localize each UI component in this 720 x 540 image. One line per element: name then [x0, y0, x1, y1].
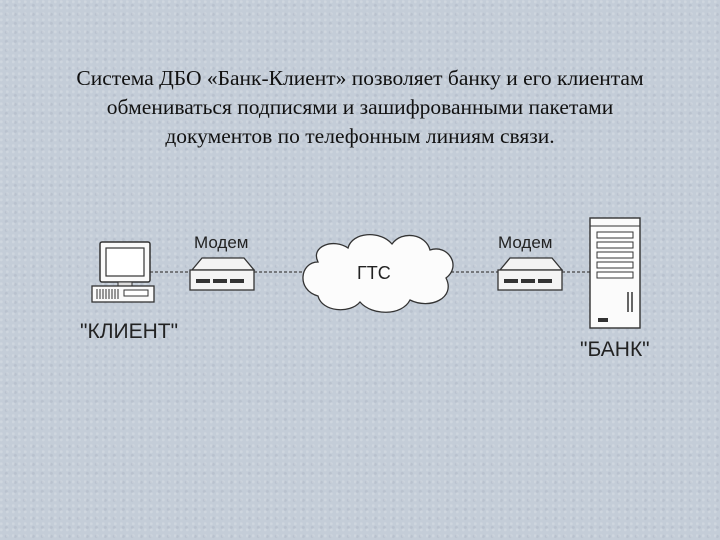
modem-icon: [189, 257, 256, 291]
network-label: ГТС: [357, 263, 391, 283]
client-label: "КЛИЕНТ": [80, 320, 179, 343]
modem-label-right: Модем: [498, 233, 553, 252]
caption-text: Система ДБО «Банк-Клиент» позволяет банк…: [20, 64, 700, 151]
modem-icon: [497, 257, 564, 291]
bank-label: "БАНК": [580, 338, 650, 361]
caption-line-3: документов по телефонным линиям связи.: [165, 124, 555, 148]
caption-line-2: обмениваться подписями и зашифрованными …: [106, 95, 614, 119]
server-icon: [589, 217, 641, 329]
caption-line-1: Система ДБО «Банк-Клиент» позволяет банк…: [76, 66, 644, 90]
cloud-icon: [302, 234, 454, 313]
modem-label-left: Модем: [194, 233, 249, 252]
computer-icon: [91, 241, 155, 303]
